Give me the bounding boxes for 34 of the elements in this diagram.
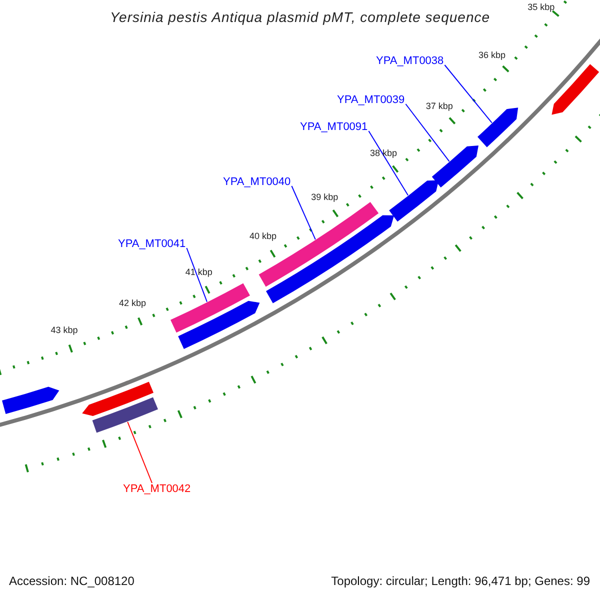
gene-bar [170, 283, 250, 333]
scale-label: 37 kbp [424, 102, 454, 111]
title: Yersinia pestis Antiqua plasmid pMT, complete sequence [108, 10, 492, 24]
leader-line [127, 421, 152, 484]
gene-label: YPA_MT0041 [118, 239, 186, 250]
scale-label: 35 kbp [526, 3, 556, 12]
scale-label: 40 kbp [248, 232, 278, 242]
gene-feature [552, 64, 600, 115]
gene-label: YPA_MT0040 [223, 177, 291, 188]
gene-bar [92, 397, 158, 433]
leader-line [405, 104, 450, 162]
leader-line [291, 186, 316, 240]
gene-label: YPA_MT0039 [337, 95, 405, 106]
scale-label: 38 kbp [369, 149, 398, 158]
gene-label: YPA_MT0042 [123, 484, 191, 495]
scale-label: 41 kbp [184, 268, 214, 277]
scale-label: 36 kbp [478, 50, 507, 60]
footer-text: Accession: NC_008120 [9, 575, 134, 587]
gene-feature [2, 386, 60, 414]
gene-feature [82, 382, 154, 416]
leader-line [444, 64, 492, 124]
gene-feature [178, 300, 260, 349]
gene-label: YPA_MT0091 [300, 122, 368, 133]
gene-bar [258, 202, 379, 287]
gene-label: YPA_MT0038 [376, 56, 444, 67]
scale-label: 39 kbp [310, 192, 340, 202]
gene-feature [478, 108, 518, 148]
gene-feature [432, 146, 478, 188]
scale-label: 42 kbp [118, 298, 148, 308]
scale-label: 43 kbp [50, 326, 79, 335]
leader-line [186, 248, 208, 302]
leader-line [368, 130, 408, 196]
footer-text: Topology: circular; Length: 96,471 bp; Genes: 99 [331, 575, 590, 587]
gene-feature [389, 180, 439, 222]
